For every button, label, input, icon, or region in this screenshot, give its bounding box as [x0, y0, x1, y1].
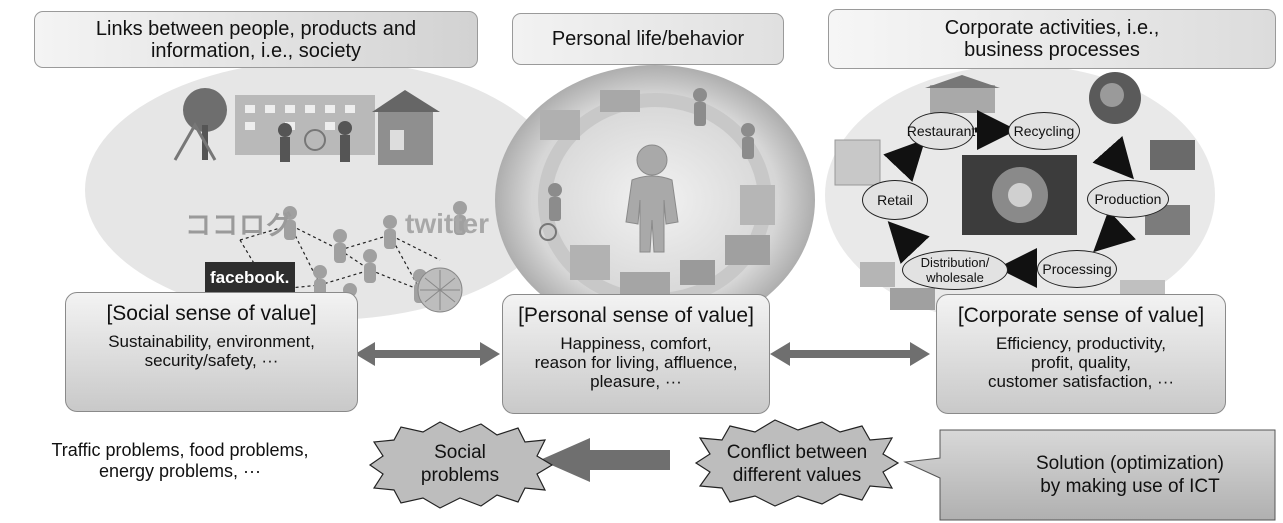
value-arrows — [355, 342, 930, 482]
conflict-burst — [694, 419, 900, 507]
solution-label: Solution (optimization) by making use of… — [1036, 453, 1224, 497]
personal-header-text: Personal life/behavior — [551, 28, 745, 50]
center-person — [625, 144, 679, 253]
social-problems-label: Social problems — [420, 442, 500, 486]
arrow-retail-restaurant — [883, 139, 926, 182]
social-value-title: [Social sense of value] — [106, 302, 317, 325]
social-value-panel: [Social sense of value] Sustainability, … — [65, 292, 358, 412]
corporate-value-body: Efficiency, productivity, profit, qualit… — [987, 334, 1175, 391]
corporate-scenes — [834, 72, 1195, 310]
twitter-logo: twitter — [405, 208, 489, 239]
social-problems-burst — [368, 421, 554, 509]
facebook-logo-box — [205, 262, 295, 296]
personal-header: Personal life/behavior — [512, 13, 784, 65]
arrow-recycling-production — [1092, 136, 1134, 180]
cycle-arrows — [883, 110, 1136, 288]
corporate-value-title: [Corporate sense of value] — [957, 304, 1205, 327]
cycle-processing: Processing — [1037, 250, 1117, 288]
cycle-production: Production — [1087, 180, 1169, 218]
conflict-label: Conflict between different values — [726, 442, 868, 486]
facebook-logo: facebook. — [210, 268, 290, 287]
society-illustration — [173, 88, 440, 165]
problems-list: Traffic problems, food problems, energy … — [51, 440, 309, 481]
personal-value-body: Happiness, comfort, reason for living, a… — [534, 334, 738, 391]
corporate-header: Corporate activities, i.e., business pro… — [828, 9, 1276, 69]
cycle-retail: Retail — [862, 180, 928, 220]
personal-scenes — [539, 88, 775, 297]
solution-callout — [903, 429, 1276, 521]
cycle-recycling: Recycling — [1008, 112, 1080, 150]
cycle-restaurant: Restaurant — [907, 112, 975, 150]
personal-value-panel: [Personal sense of value] Happiness, com… — [502, 294, 770, 414]
society-header: Links between people, products and infor… — [34, 11, 478, 68]
corporate-value-panel: [Corporate sense of value] Efficiency, p… — [936, 294, 1226, 414]
cycle-distribution: Distribution/ wholesale — [902, 250, 1008, 290]
social-value-body: Sustainability, environment, security/sa… — [108, 332, 315, 370]
personal-value-title: [Personal sense of value] — [518, 304, 754, 327]
cocolog-logo: ココログ — [185, 210, 294, 240]
double-arrow-social-personal — [355, 342, 500, 366]
arrow-conflict-to-problems — [540, 438, 670, 482]
arrow-production-processing — [1093, 210, 1136, 253]
corporate-header-text: Corporate activities, i.e., business pro… — [944, 17, 1160, 61]
double-arrow-personal-corporate — [770, 342, 930, 366]
arrow-distribution-retail — [887, 221, 930, 264]
society-header-text: Links between people, products and infor… — [95, 17, 417, 62]
